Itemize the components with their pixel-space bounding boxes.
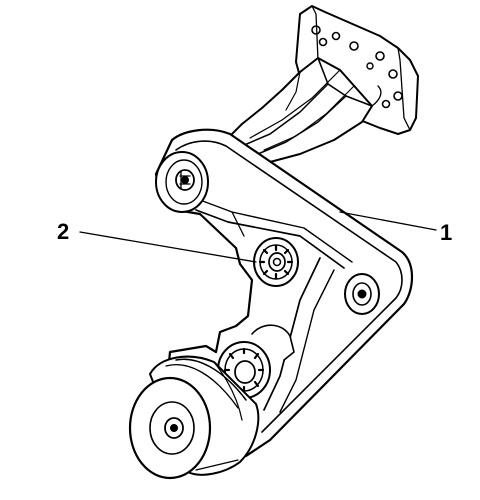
- right-pulley: [344, 273, 380, 315]
- leader-line-2: [79, 231, 257, 263]
- callout-1-label: 1: [440, 220, 453, 245]
- leader-lines: [79, 211, 437, 263]
- tensioner-pulley: [217, 324, 295, 399]
- callout-2-label: 2: [57, 219, 70, 244]
- bracket-arm: [225, 57, 382, 163]
- crank-pulley: [128, 355, 260, 480]
- leader-line-1: [339, 211, 437, 231]
- idler-pulley: [253, 237, 299, 287]
- upper-pulley: [155, 151, 209, 213]
